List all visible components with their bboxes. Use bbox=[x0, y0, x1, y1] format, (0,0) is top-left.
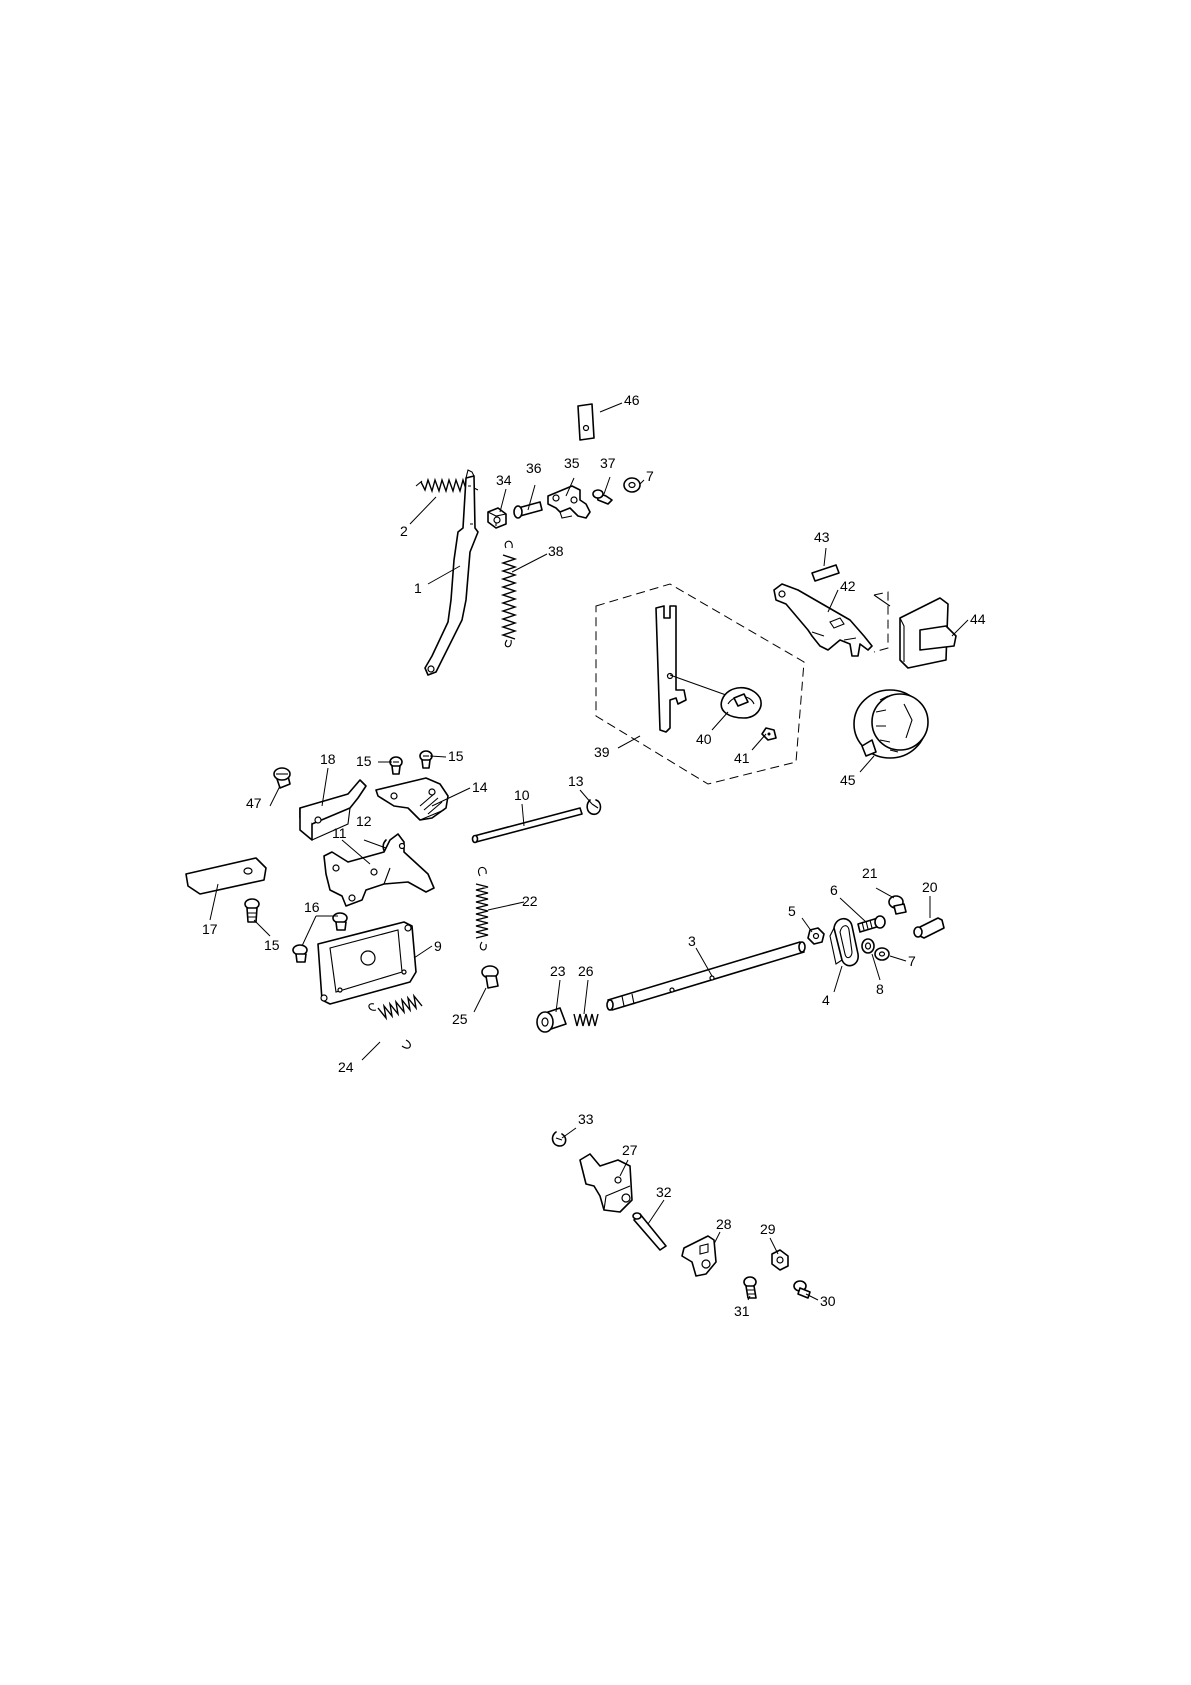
callout-20: 20 bbox=[922, 879, 938, 895]
part-25-screw bbox=[482, 966, 498, 988]
callout-33: 33 bbox=[578, 1111, 594, 1127]
callout-6: 6 bbox=[830, 882, 838, 898]
part-17-plate bbox=[186, 858, 266, 894]
callout-30: 30 bbox=[820, 1293, 836, 1309]
callout-15-c: 15 bbox=[264, 937, 280, 953]
callout-40: 40 bbox=[696, 731, 712, 747]
part-32-pin bbox=[633, 1213, 666, 1250]
part-29-nut bbox=[772, 1250, 788, 1270]
part-39-assembly bbox=[596, 584, 804, 784]
part-24-spring bbox=[369, 996, 422, 1048]
part-37-screw bbox=[593, 490, 612, 504]
part-10-rod bbox=[473, 808, 583, 843]
part-13-ring bbox=[587, 800, 600, 814]
callout-13: 13 bbox=[568, 773, 584, 789]
part-44-cover bbox=[874, 592, 956, 668]
callout-8: 8 bbox=[876, 981, 884, 997]
callout-39: 39 bbox=[594, 744, 610, 760]
callout-7: 7 bbox=[908, 953, 916, 969]
callout-9: 9 bbox=[434, 938, 442, 954]
callout-4: 4 bbox=[822, 992, 830, 1008]
callout-27: 27 bbox=[622, 1142, 638, 1158]
part-15-screw-a bbox=[390, 757, 402, 774]
part-16-screw-b bbox=[293, 945, 307, 962]
part-14-plate bbox=[376, 778, 448, 820]
callout-36: 36 bbox=[526, 460, 542, 476]
callout-10: 10 bbox=[514, 787, 530, 803]
callout-7-top: 7 bbox=[646, 468, 654, 484]
callout-41: 41 bbox=[734, 750, 750, 766]
part-27-bracket bbox=[580, 1154, 632, 1212]
part-15-screw-b bbox=[420, 751, 432, 768]
part-45-dial bbox=[854, 690, 928, 758]
callout-14: 14 bbox=[472, 779, 488, 795]
callout-46: 46 bbox=[624, 392, 640, 408]
callout-31: 31 bbox=[734, 1303, 750, 1319]
callout-11: 11 bbox=[332, 825, 347, 841]
callout-18: 18 bbox=[320, 751, 336, 767]
part-9-frame bbox=[318, 922, 416, 1004]
part-3-shaft bbox=[607, 942, 805, 1010]
part-7-washer bbox=[875, 948, 889, 960]
callout-22: 22 bbox=[522, 893, 538, 909]
callout-5: 5 bbox=[788, 903, 796, 919]
part-8-washer bbox=[862, 939, 874, 953]
callout-15-a: 15 bbox=[356, 753, 372, 769]
part-21-screw bbox=[889, 896, 906, 914]
part-23-bushing bbox=[537, 1008, 566, 1032]
callout-43: 43 bbox=[814, 529, 830, 545]
callout-16: 16 bbox=[304, 899, 320, 915]
callout-34: 34 bbox=[496, 472, 512, 488]
callout-24: 24 bbox=[338, 1059, 354, 1075]
callout-28: 28 bbox=[716, 1216, 732, 1232]
part-38-spring bbox=[503, 541, 515, 647]
callout-38: 38 bbox=[548, 543, 564, 559]
part-43-pin bbox=[812, 565, 839, 581]
callout-37: 37 bbox=[600, 455, 616, 471]
callout-25: 25 bbox=[452, 1011, 468, 1027]
callout-45: 45 bbox=[840, 772, 856, 788]
callout-2: 2 bbox=[400, 523, 408, 539]
part-31-screw bbox=[744, 1277, 756, 1298]
part-47-screw bbox=[274, 768, 290, 788]
part-22-spring bbox=[476, 867, 488, 950]
callout-12: 12 bbox=[356, 813, 372, 829]
callout-32: 32 bbox=[656, 1184, 672, 1200]
part-42-lever bbox=[774, 584, 872, 656]
part-35-bracket bbox=[548, 486, 590, 518]
callout-42: 42 bbox=[840, 578, 856, 594]
part-7-washer-top bbox=[624, 478, 640, 492]
part-28-bracket bbox=[682, 1236, 716, 1276]
callout-44: 44 bbox=[970, 611, 986, 627]
part-15-screw-c bbox=[245, 899, 259, 922]
part-4-link bbox=[830, 919, 858, 966]
callout-35: 35 bbox=[564, 455, 580, 471]
part-26-spring bbox=[574, 1014, 598, 1026]
callout-15-b: 15 bbox=[448, 748, 464, 764]
callout-17: 17 bbox=[202, 921, 218, 937]
callout-21: 21 bbox=[862, 865, 878, 881]
callout-47: 47 bbox=[246, 795, 262, 811]
part-30-screw bbox=[794, 1281, 810, 1298]
part-34-block bbox=[488, 508, 506, 528]
part-33-ring bbox=[553, 1132, 566, 1146]
callout-29: 29 bbox=[760, 1221, 776, 1237]
part-20-cap bbox=[914, 918, 944, 938]
part-46-plate bbox=[578, 404, 594, 440]
callout-23: 23 bbox=[550, 963, 566, 979]
callout-1: 1 bbox=[414, 580, 422, 596]
callout-3: 3 bbox=[688, 933, 696, 949]
callout-26: 26 bbox=[578, 963, 594, 979]
part-11-bracket bbox=[324, 834, 434, 906]
